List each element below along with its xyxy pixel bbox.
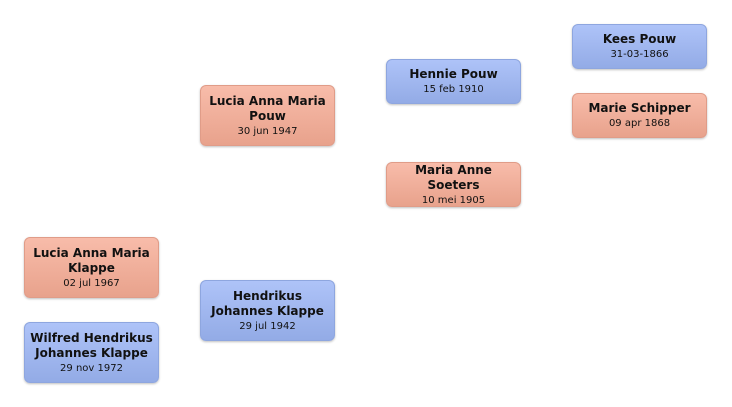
- person-card-maria-anne-soeters[interactable]: Maria Anne Soeters 10 mei 1905: [386, 162, 521, 207]
- person-card-hennie-pouw[interactable]: Hennie Pouw 15 feb 1910: [386, 59, 521, 104]
- person-card-marie-schipper[interactable]: Marie Schipper 09 apr 1868: [572, 93, 707, 138]
- person-date: 10 mei 1905: [421, 194, 486, 206]
- person-date: 29 jul 1942: [239, 320, 296, 332]
- person-card-wilfred-hendrikus-johannes-klappe[interactable]: Wilfred Hendrikus Johannes Klappe 29 nov…: [24, 322, 159, 383]
- person-name: Lucia Anna Maria Klappe: [33, 245, 150, 275]
- person-name: Kees Pouw: [602, 32, 677, 46]
- person-card-lucia-anna-maria-pouw[interactable]: Lucia Anna Maria Pouw 30 jun 1947: [200, 85, 335, 146]
- person-name: Lucia Anna Maria Pouw: [209, 93, 326, 123]
- person-date: 31-03-1866: [610, 49, 669, 60]
- person-date: 09 apr 1868: [608, 118, 671, 129]
- person-name: Wilfred Hendrikus Johannes Klappe: [30, 330, 153, 360]
- person-card-kees-pouw[interactable]: Kees Pouw 31-03-1866: [572, 24, 707, 69]
- person-name: Maria Anne Soeters: [415, 162, 492, 192]
- person-name: Hendrikus Johannes Klappe: [211, 288, 324, 318]
- person-date: 15 feb 1910: [423, 84, 484, 95]
- person-name: Hennie Pouw: [409, 67, 498, 81]
- person-date: 30 jun 1947: [237, 125, 298, 137]
- person-date: 29 nov 1972: [60, 362, 123, 374]
- person-card-hendrikus-johannes-klappe[interactable]: Hendrikus Johannes Klappe 29 jul 1942: [200, 280, 335, 341]
- person-name: Marie Schipper: [588, 101, 691, 115]
- person-date: 02 jul 1967: [63, 277, 120, 289]
- person-card-lucia-anna-maria-klappe[interactable]: Lucia Anna Maria Klappe 02 jul 1967: [24, 237, 159, 298]
